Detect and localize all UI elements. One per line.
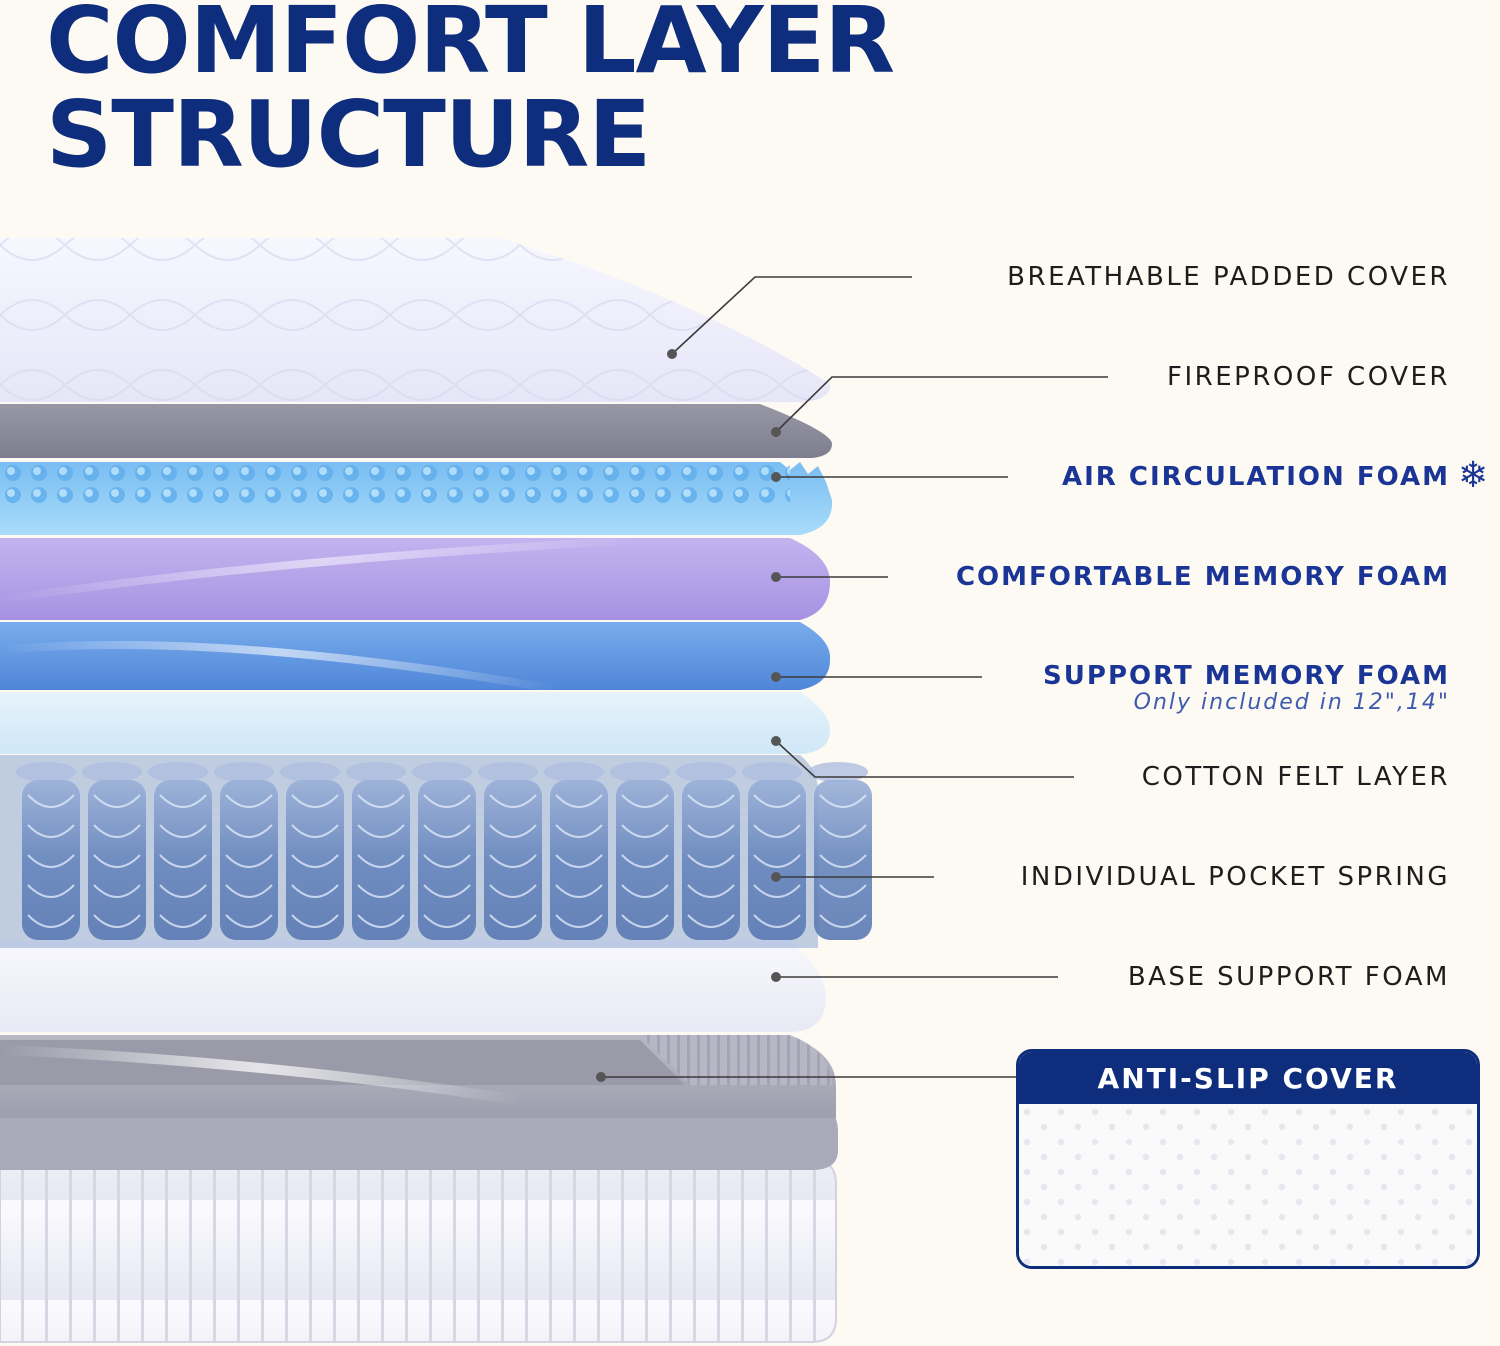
label-air-circulation-foam: AIR CIRCULATION FOAM [1062,462,1450,492]
layer-base-support-foam [0,940,827,1032]
label-comfortable-memory-foam: COMFORTABLE MEMORY FOAM [955,562,1450,592]
outer-mattress [0,1035,838,1343]
title-line-2: STRUCTURE [46,81,651,188]
leader-lines [601,276,1108,1078]
layer-breathable-padded-cover [0,238,831,402]
spring-grid [16,762,872,940]
layer-fireproof-cover [0,404,832,458]
label-base-support-foam: BASE SUPPORT FOAM [1127,962,1450,992]
anti-slip-cover-callout: ANTI-SLIP COVER [1016,1049,1480,1269]
label-individual-pocket-spring: INDIVIDUAL POCKET SPRING [1020,862,1450,892]
anti-slip-cover-label: ANTI-SLIP COVER [1019,1052,1477,1104]
label-support-memory-foam: SUPPORT MEMORY FOAM [1043,661,1450,691]
snowflake-icon: ❄ [1458,455,1489,496]
layer-comfortable-memory-foam [0,538,830,620]
layer-cotton-felt [0,692,830,754]
label-cotton-felt-layer: COTTON FELT LAYER [1141,762,1450,792]
support-foam-note: Only included in 12",14" [1133,690,1450,715]
label-fireproof-cover: FIREPROOF COVER [1167,362,1450,392]
title-line-1: COMFORT LAYER [46,0,895,94]
anti-slip-texture [1019,1104,1477,1266]
layer-air-circulation-foam [0,462,833,535]
leader-dots [596,349,781,1082]
layer-individual-pocket-spring [0,755,872,948]
page-title: COMFORT LAYER STRUCTURE [46,0,895,188]
label-breathable-padded-cover: BREATHABLE PADDED COVER [1007,262,1450,292]
layer-support-memory-foam [0,622,831,690]
